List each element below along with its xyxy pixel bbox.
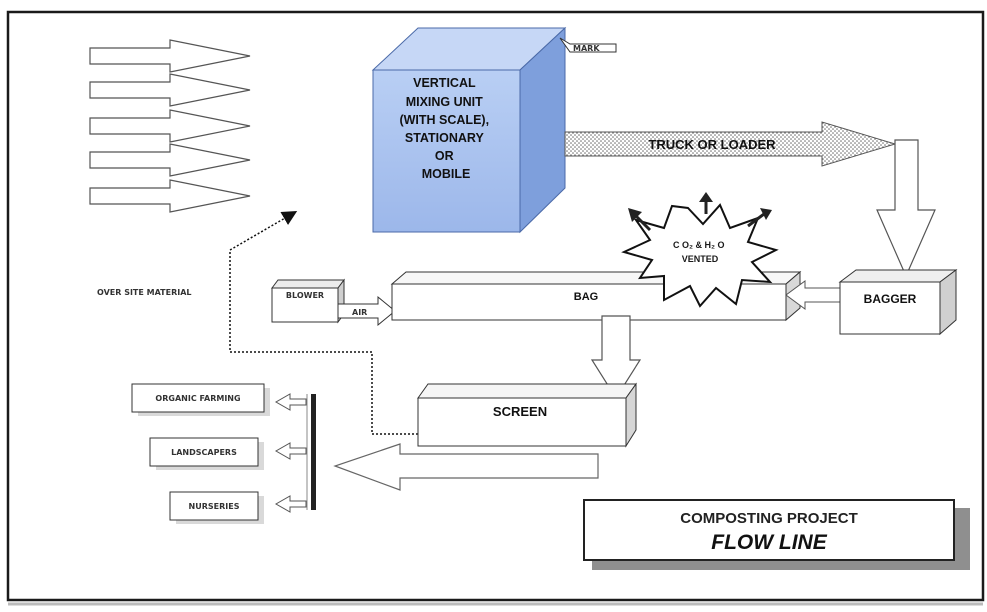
output-organic-farming: ORGANIC FARMING [132,384,270,416]
distribution-bar [311,394,316,510]
bag-label: BAG [574,291,598,303]
vented-label-line-2: VENTED [682,254,719,264]
output-nurseries-label: NURSERIES [189,502,240,511]
title-line-1: COMPOSTING PROJECT [680,510,858,527]
bagger-label: BAGGER [864,292,917,306]
bagger-box: BAGGER [840,270,956,334]
mark-tag-label: MARK [573,44,600,53]
output-landscapers: LANDSCAPERS [150,438,264,470]
truck-or-loader-label: TRUCK OR LOADER [648,137,776,152]
mixer-label-line-2: MIXING UNIT [406,95,483,109]
vertical-mixing-unit: VERTICAL MIXING UNIT (WITH SCALE), STATI… [373,28,565,232]
raw-materials-label: OVER SITE MATERIAL [97,288,192,297]
vented-label-line-1: C O₂ & H₂ O [673,240,725,250]
mixer-label-line-1: VERTICAL [413,76,476,90]
blower-box: BLOWER [272,280,344,322]
blower-label: BLOWER [286,291,324,300]
title-box: COMPOSTING PROJECT FLOW LINE [584,500,970,570]
output-nurseries: NURSERIES [170,492,264,524]
output-organic-label: ORGANIC FARMING [155,394,240,403]
mixer-label-line-6: MOBILE [422,167,471,181]
mixer-label-line-5: OR [435,149,454,163]
mixer-label-line-3: (WITH SCALE), [399,113,489,127]
screen-box: SCREEN [418,384,636,446]
title-line-2: FLOW LINE [711,531,827,554]
output-landscapers-label: LANDSCAPERS [171,448,237,457]
screen-label: SCREEN [493,404,547,419]
air-label: AIR [352,308,367,317]
mixer-label-line-4: STATIONARY [405,131,485,145]
